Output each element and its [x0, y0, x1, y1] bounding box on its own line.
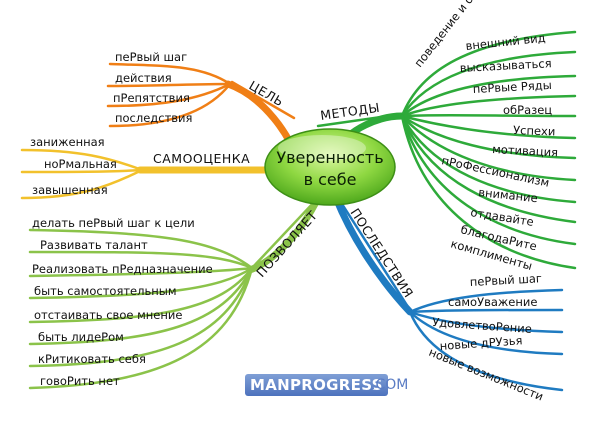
allows-twig-4 — [28, 266, 254, 300]
allows-item-3: Реализовать пРедназначение — [32, 262, 213, 276]
branch-consequences — [332, 194, 564, 392]
goal-twig-2 — [106, 82, 232, 88]
methods-item-2: внешний вид — [465, 31, 546, 53]
allows-item-4: быть самостоятельным — [34, 284, 177, 298]
consequences-item-1: пеРвый шаг — [469, 271, 542, 289]
consequences-item-2: самоУважение — [448, 295, 537, 309]
goal-item-2: действия — [115, 71, 172, 85]
consequences-twig-1 — [408, 288, 564, 314]
consequences-item-4: новые дРУзья — [439, 333, 523, 353]
methods-twig-7 — [400, 114, 577, 160]
self-esteem-item-1: заниженная — [30, 135, 105, 149]
allows-item-2: Развивать талант — [40, 238, 148, 252]
self-esteem-twig-3 — [20, 168, 144, 200]
consequences-twig-4 — [408, 310, 564, 356]
self-esteem-item-2: ноРмальная — [44, 157, 117, 171]
allows-twig-7 — [28, 266, 254, 368]
goal-twig-1 — [108, 62, 232, 86]
methods-header-underline — [316, 112, 404, 128]
methods-twig-2 — [400, 50, 577, 118]
allows-item-6: быть лидеРом — [38, 330, 124, 344]
methods-item-8: пРоФессионализм — [440, 153, 550, 190]
allows-twig-5 — [28, 266, 254, 324]
self-esteem-header: САМООЦЕНКА — [153, 151, 250, 166]
methods-item-6: Успехи — [513, 123, 556, 138]
center-title-line2: в себе — [304, 170, 357, 189]
allows-twig-3 — [28, 266, 254, 278]
self-esteem-twig-1 — [20, 148, 144, 172]
methods-item-7: мотивация — [492, 142, 559, 159]
allows-trunk — [246, 194, 322, 274]
methods-item-9: внимание — [478, 185, 539, 205]
consequences-header-underline — [340, 202, 412, 312]
consequences-twig-2 — [408, 308, 564, 314]
allows-twig-1 — [28, 228, 254, 270]
methods-twig-12 — [400, 114, 577, 270]
consequences-trunk — [332, 194, 414, 316]
consequences-item-5: новые возможности — [427, 345, 546, 404]
allows-twig-8 — [28, 266, 254, 390]
watermark-badge: MANPROGRESS — [245, 374, 388, 396]
methods-twig-10 — [400, 114, 577, 224]
goal-item-1: пеРвый шаг — [115, 50, 187, 64]
methods-twig-5 — [400, 113, 577, 118]
methods-twig-1 — [400, 30, 577, 118]
allows-header: ПОЗВОЛЯЕТ — [253, 208, 320, 280]
methods-item-4: пеРвые Ряды — [472, 78, 552, 96]
allows-item-8: говоРить нет — [40, 374, 120, 388]
allows-twig-2 — [28, 250, 254, 270]
goal-header-underline — [230, 80, 296, 120]
methods-twig-6 — [400, 114, 577, 140]
watermark-suffix: .COM — [371, 377, 409, 393]
goal-twig-3 — [106, 82, 232, 108]
allows-item-7: кРитиковать себя — [38, 352, 146, 366]
methods-twig-8 — [400, 114, 577, 182]
consequences-twig-5 — [408, 310, 564, 392]
center-node: Уверенность в себе — [264, 128, 396, 206]
center-node-highlight — [278, 135, 366, 161]
allows-item-1: делать пеРвый шаг к цели — [32, 216, 195, 230]
goal-item-4: последствия — [115, 111, 192, 125]
consequences-twig-3 — [408, 310, 564, 334]
allows-header-underline — [250, 198, 318, 270]
consequences-item-3: УдовлетвоРение — [432, 315, 533, 336]
methods-twig-9 — [400, 114, 577, 204]
methods-twig-11 — [400, 114, 577, 246]
methods-twig-3 — [400, 74, 577, 118]
methods-item-3: высказываться — [459, 56, 552, 75]
consequences-header: ПОСЛЕДСТВИЯ — [347, 205, 416, 300]
branch-self-esteem — [20, 148, 276, 200]
methods-item-5: обРазец — [503, 103, 552, 117]
watermark-main: MANPROGRESS — [250, 376, 383, 394]
center-node-shape — [264, 128, 396, 206]
center-title-line1: Уверенность — [276, 148, 383, 167]
allows-twig-6 — [28, 266, 254, 346]
self-esteem-item-3: завышенная — [32, 183, 108, 197]
allows-item-5: отстаивать свое мнение — [34, 308, 182, 322]
goal-header: ЦЕЛЬ — [247, 78, 287, 110]
self-esteem-twig-2 — [20, 168, 144, 174]
goal-item-3: пРепятствия — [113, 91, 190, 105]
methods-twig-4 — [400, 94, 577, 118]
goal-twig-4 — [108, 82, 232, 128]
branch-allows — [28, 194, 322, 390]
